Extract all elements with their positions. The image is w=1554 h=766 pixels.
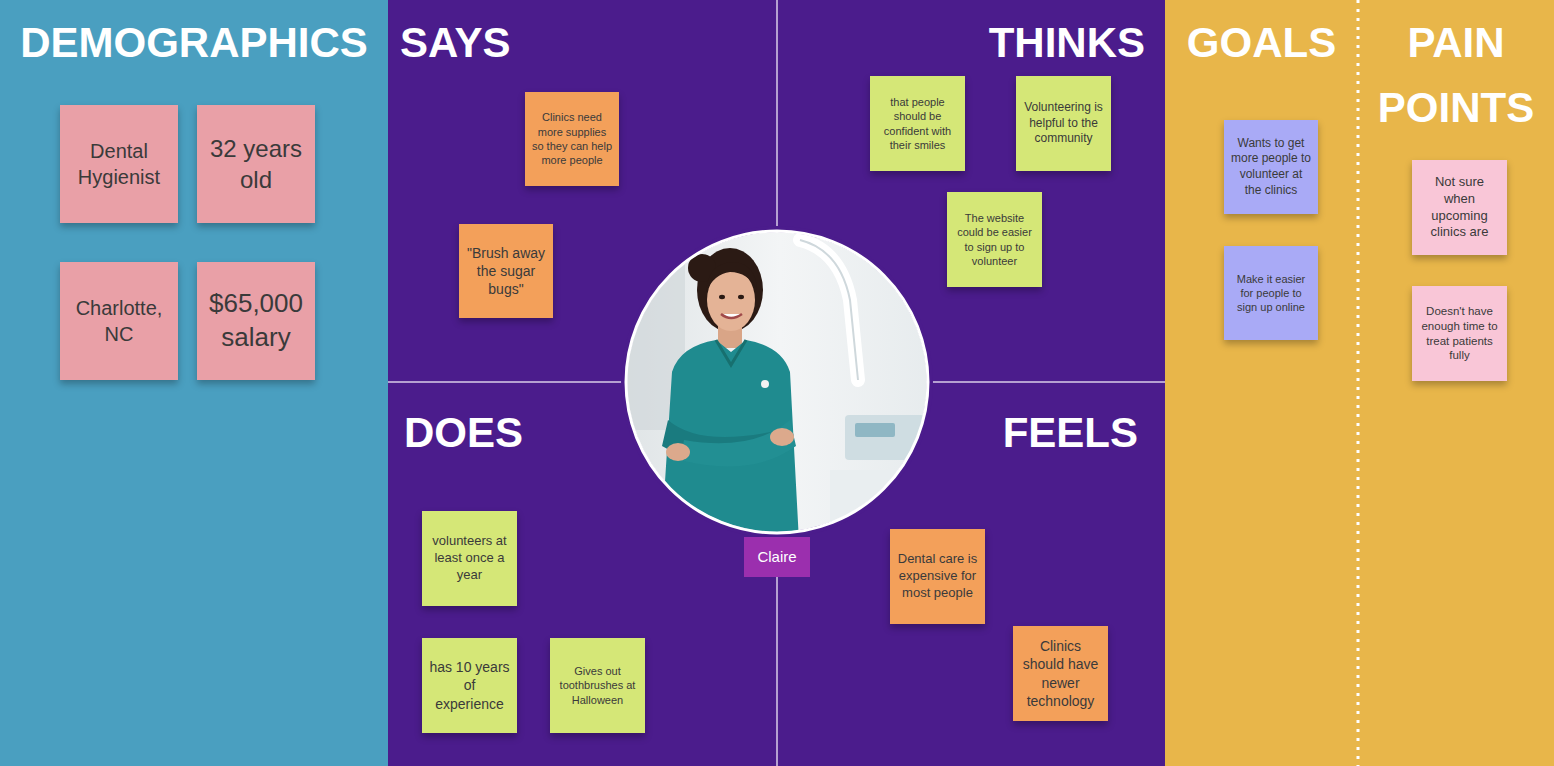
note-text: Wants to get more people to volunteer at… — [1230, 136, 1312, 198]
hand — [770, 428, 794, 446]
goals-ground — [1165, 0, 1554, 766]
scrub-collar — [716, 340, 746, 365]
section-heading: THINKS — [783, 10, 1145, 75]
note-text: $65,000 salary — [203, 287, 309, 355]
sticky-note: Not sure when upcoming clinics are — [1412, 160, 1507, 255]
sticky-note: The website could be easier to sign up t… — [947, 192, 1042, 287]
map-section: PAIN POINTS Not sure when upcoming clinic… — [1358, 0, 1554, 766]
note-text: Doesn't have enough time to treat patien… — [1418, 304, 1501, 364]
map-section: FEELS Dental care is expensive for most p… — [777, 382, 1165, 766]
note-text: Volunteering is helpful to the community — [1022, 100, 1105, 147]
note-text: Not sure when upcoming clinics are — [1418, 174, 1501, 242]
persona-name: Claire — [757, 548, 796, 566]
note-text: Clinics need more supplies so they can h… — [531, 110, 613, 167]
portrait-illustration — [620, 225, 940, 560]
eye — [719, 295, 725, 299]
section-heading: PAIN POINTS — [1362, 10, 1550, 140]
crossed-arm — [680, 420, 796, 466]
smile — [721, 314, 742, 318]
section-heading: GOALS — [1169, 10, 1354, 75]
section-heading: DOES — [404, 400, 771, 465]
name-tag: Claire — [744, 537, 810, 577]
dotted-divider — [1357, 0, 1360, 766]
sticky-note: has 10 years of experience — [422, 638, 517, 733]
note-text: Gives out toothbrushes at Halloween — [556, 664, 639, 707]
hand — [666, 443, 690, 461]
sticky-note: Clinics need more supplies so they can h… — [525, 92, 619, 186]
note-text: Make it easier for people to sign up onl… — [1230, 272, 1312, 315]
sticky-note: "Brush away the sugar bugs" — [459, 224, 553, 318]
note-text: that people should be confident with the… — [876, 95, 959, 152]
sticky-note: Dental Hygienist — [60, 105, 178, 223]
note-text: "Brush away the sugar bugs" — [465, 244, 547, 299]
sticky-note: Volunteering is helpful to the community — [1016, 76, 1111, 171]
note-text: Dental care is expensive for most people — [896, 551, 979, 602]
sticky-note: Clinics should have newer technology — [1013, 626, 1108, 721]
dental-screen — [855, 423, 895, 437]
section-heading: DEMOGRAPHICS — [4, 10, 384, 75]
map-section: DOES volunteers at least once a year has 1… — [388, 382, 777, 766]
eye — [738, 295, 744, 299]
note-text: volunteers at least once a year — [428, 533, 511, 584]
map-section: THINKS that people should be confident wi… — [777, 0, 1165, 382]
sticky-note: Dental care is expensive for most people — [890, 529, 985, 624]
hair-front — [706, 262, 757, 292]
note-text: The website could be easier to sign up t… — [953, 211, 1036, 268]
sticky-note: that people should be confident with the… — [870, 76, 965, 171]
dental-unit — [845, 415, 925, 460]
note-text: Charlotte, NC — [66, 295, 172, 347]
note-text: has 10 years of experience — [428, 658, 511, 713]
badge-pin — [761, 380, 769, 388]
dental-lamp-arm — [800, 240, 858, 380]
section-heading: FEELS — [783, 400, 1138, 465]
map-section: DEMOGRAPHICS Dental Hygienist 32 years old… — [0, 0, 388, 766]
sticky-note: Charlotte, NC — [60, 262, 178, 380]
map-section: GOALS Wants to get more people to volunte… — [1165, 0, 1358, 766]
sticky-note: 32 years old — [197, 105, 315, 223]
dental-lamp-edge — [800, 240, 858, 380]
sticky-note: $65,000 salary — [197, 262, 315, 380]
sticky-note: volunteers at least once a year — [422, 511, 517, 606]
sticky-note: Gives out toothbrushes at Halloween — [550, 638, 645, 733]
sticky-note: Wants to get more people to volunteer at… — [1224, 120, 1318, 214]
quadrant-ground — [388, 0, 1165, 766]
sticky-note: Doesn't have enough time to treat patien… — [1412, 286, 1507, 381]
portrait-ring — [626, 231, 928, 533]
note-text: 32 years old — [203, 133, 309, 195]
section-heading: SAYS — [400, 10, 771, 75]
note-text: Clinics should have newer technology — [1019, 637, 1102, 710]
map-section: SAYS Clinics need more supplies so they c… — [388, 0, 777, 382]
demographics-ground — [0, 0, 388, 766]
sticky-note: Make it easier for people to sign up onl… — [1224, 246, 1318, 340]
note-text: Dental Hygienist — [66, 138, 172, 190]
